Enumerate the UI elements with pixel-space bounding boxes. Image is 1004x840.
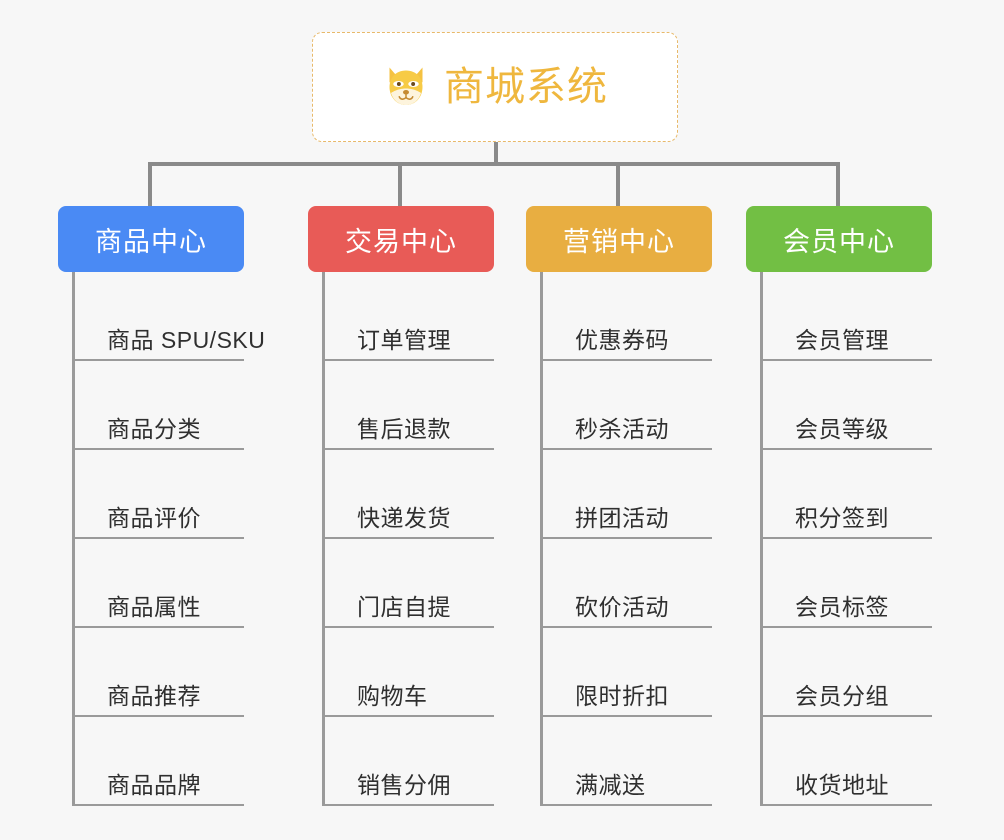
leaf-label: 售后退款 bbox=[357, 415, 451, 442]
connector-drop-1 bbox=[148, 162, 152, 206]
leaf-item[interactable]: 积分签到 bbox=[763, 450, 932, 539]
branch-column-3: 营销中心 优惠券码 秒杀活动 拼团活动 砍价活动 限时折扣 满减送 bbox=[526, 206, 712, 806]
root-node[interactable]: 商城系统 bbox=[312, 32, 678, 142]
leaf-label: 满减送 bbox=[575, 771, 646, 798]
leaf-label: 会员管理 bbox=[795, 326, 889, 353]
leaf-label: 订单管理 bbox=[357, 326, 451, 353]
leaf-label: 商品 SPU/SKU bbox=[107, 326, 266, 353]
leaf-item[interactable]: 销售分佣 bbox=[325, 717, 494, 806]
branch-column-1: 商品中心 商品 SPU/SKU 商品分类 商品评价 商品属性 商品推荐 商品品牌 bbox=[58, 206, 265, 806]
leaf-item[interactable]: 满减送 bbox=[543, 717, 712, 806]
leaf-item[interactable]: 售后退款 bbox=[325, 361, 494, 450]
leaf-list-1: 商品 SPU/SKU 商品分类 商品评价 商品属性 商品推荐 商品品牌 bbox=[72, 272, 265, 806]
branch-column-2: 交易中心 订单管理 售后退款 快递发货 门店自提 购物车 销售分佣 bbox=[308, 206, 494, 806]
leaf-list-4: 会员管理 会员等级 积分签到 会员标签 会员分组 收货地址 bbox=[760, 272, 932, 806]
dog-face-icon bbox=[389, 67, 423, 105]
leaf-item[interactable]: 收货地址 bbox=[763, 717, 932, 806]
leaf-item[interactable]: 优惠券码 bbox=[543, 272, 712, 361]
connector-root-stem bbox=[494, 142, 498, 164]
connector-horizontal-spine bbox=[150, 162, 840, 166]
leaf-label: 商品推荐 bbox=[107, 682, 201, 709]
connector-drop-2 bbox=[398, 162, 402, 206]
branch-label-2: 交易中心 bbox=[345, 226, 457, 257]
leaf-item[interactable]: 商品推荐 bbox=[75, 628, 244, 717]
leaf-label: 商品属性 bbox=[107, 593, 201, 620]
leaf-list-3: 优惠券码 秒杀活动 拼团活动 砍价活动 限时折扣 满减送 bbox=[540, 272, 712, 806]
leaf-label: 会员分组 bbox=[795, 682, 889, 709]
leaf-item[interactable]: 商品分类 bbox=[75, 361, 244, 450]
leaf-label: 砍价活动 bbox=[575, 593, 669, 620]
leaf-item[interactable]: 门店自提 bbox=[325, 539, 494, 628]
leaf-label: 购物车 bbox=[357, 682, 428, 709]
leaf-item[interactable]: 购物车 bbox=[325, 628, 494, 717]
leaf-item[interactable]: 商品 SPU/SKU bbox=[75, 272, 265, 361]
root-title: 商城系统 bbox=[444, 65, 608, 109]
branch-header-2[interactable]: 交易中心 bbox=[308, 206, 494, 272]
branch-label-1: 商品中心 bbox=[95, 226, 207, 257]
leaf-item[interactable]: 拼团活动 bbox=[543, 450, 712, 539]
leaf-item[interactable]: 商品属性 bbox=[75, 539, 244, 628]
leaf-label: 商品评价 bbox=[107, 504, 201, 531]
branch-label-4: 会员中心 bbox=[783, 226, 895, 257]
leaf-label: 会员标签 bbox=[795, 593, 889, 620]
leaf-item[interactable]: 会员等级 bbox=[763, 361, 932, 450]
branch-header-1[interactable]: 商品中心 bbox=[58, 206, 244, 272]
leaf-label: 秒杀活动 bbox=[575, 415, 669, 442]
leaf-label: 优惠券码 bbox=[575, 326, 669, 353]
leaf-item[interactable]: 商品品牌 bbox=[75, 717, 244, 806]
leaf-label: 门店自提 bbox=[357, 593, 451, 620]
leaf-label: 限时折扣 bbox=[575, 682, 669, 709]
leaf-label: 会员等级 bbox=[795, 415, 889, 442]
leaf-label: 收货地址 bbox=[795, 771, 889, 798]
leaf-item[interactable]: 会员管理 bbox=[763, 272, 932, 361]
leaf-label: 销售分佣 bbox=[357, 771, 451, 798]
branch-header-4[interactable]: 会员中心 bbox=[746, 206, 932, 272]
leaf-item[interactable]: 会员分组 bbox=[763, 628, 932, 717]
leaf-label: 拼团活动 bbox=[575, 504, 669, 531]
leaf-label: 商品品牌 bbox=[107, 771, 201, 798]
leaf-item[interactable]: 快递发货 bbox=[325, 450, 494, 539]
leaf-item[interactable]: 限时折扣 bbox=[543, 628, 712, 717]
leaf-list-2: 订单管理 售后退款 快递发货 门店自提 购物车 销售分佣 bbox=[322, 272, 494, 806]
leaf-label: 商品分类 bbox=[107, 415, 201, 442]
branch-label-3: 营销中心 bbox=[563, 226, 675, 257]
branch-header-3[interactable]: 营销中心 bbox=[526, 206, 712, 272]
leaf-item[interactable]: 订单管理 bbox=[325, 272, 494, 361]
leaf-item[interactable]: 砍价活动 bbox=[543, 539, 712, 628]
leaf-item[interactable]: 秒杀活动 bbox=[543, 361, 712, 450]
connector-drop-4 bbox=[836, 162, 840, 206]
branch-column-4: 会员中心 会员管理 会员等级 积分签到 会员标签 会员分组 收货地址 bbox=[746, 206, 932, 806]
leaf-label: 积分签到 bbox=[795, 504, 889, 531]
leaf-item[interactable]: 商品评价 bbox=[75, 450, 244, 539]
leaf-item[interactable]: 会员标签 bbox=[763, 539, 932, 628]
leaf-label: 快递发货 bbox=[357, 504, 451, 531]
connector-drop-3 bbox=[616, 162, 620, 206]
